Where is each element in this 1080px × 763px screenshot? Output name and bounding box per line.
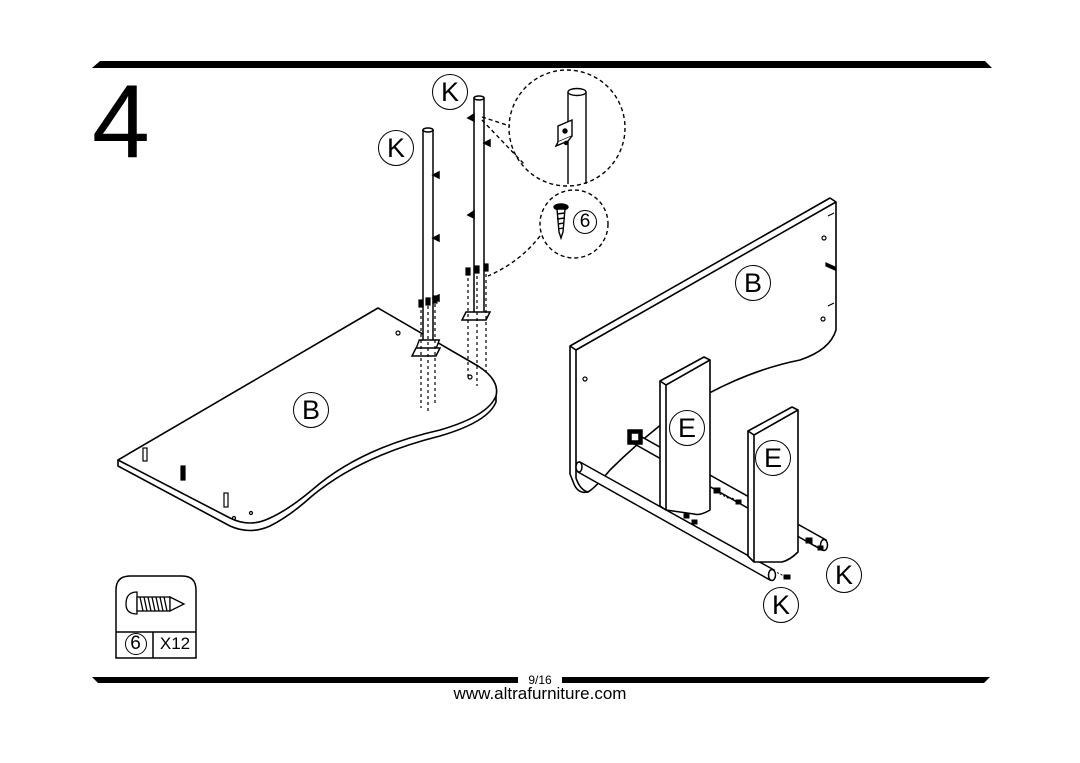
rod-screws xyxy=(683,487,824,580)
side-panel-e-2 xyxy=(747,406,799,563)
back-panel-hardware xyxy=(582,212,836,382)
label-k-top: K xyxy=(432,74,468,110)
hardware-quantity: X12 xyxy=(159,634,191,653)
label-b-back-panel: B xyxy=(735,265,771,301)
detail-screw xyxy=(487,189,609,277)
label-b-desktop: B xyxy=(293,392,329,428)
label-e-panel-1: E xyxy=(669,410,705,446)
label-k-right-2: K xyxy=(763,587,799,623)
page-number: 9/16 xyxy=(518,673,562,687)
hardware-part-cell: 6 xyxy=(118,633,153,655)
label-k-left: K xyxy=(378,130,414,166)
screw-icon xyxy=(125,591,186,615)
screws-leg-left xyxy=(418,295,438,412)
screws-leg-right xyxy=(465,263,489,386)
label-k-right-1: K xyxy=(826,557,862,593)
desktop-hardware xyxy=(142,330,473,521)
top-rule xyxy=(92,61,992,68)
label-e-panel-2: E xyxy=(755,440,791,476)
website-url: www.altrafurniture.com xyxy=(453,684,627,703)
leg-k-left xyxy=(410,127,442,357)
rod-k-front xyxy=(575,460,777,582)
hardware-part-number: 6 xyxy=(124,633,147,655)
detail-bracket xyxy=(481,69,626,187)
step-number: 4 xyxy=(92,64,150,180)
leg-k-right xyxy=(460,95,492,321)
detail-screw-part-label: 6 xyxy=(573,210,597,234)
